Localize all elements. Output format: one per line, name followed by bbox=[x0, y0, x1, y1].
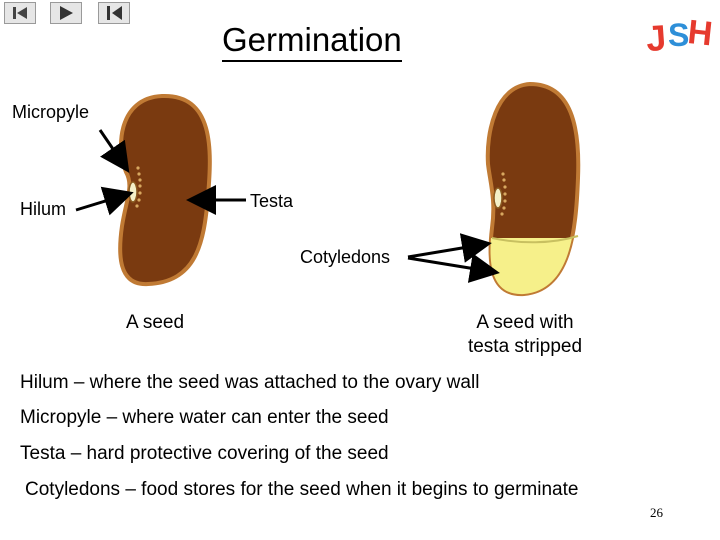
definition-text: – where the seed was attached to the ova… bbox=[69, 372, 480, 393]
label-hilum: Hilum bbox=[20, 198, 66, 220]
label-testa: Testa bbox=[250, 190, 293, 212]
definition-term: Micropyle bbox=[20, 407, 101, 428]
definition-text: – food stores for the seed when it begin… bbox=[120, 479, 578, 500]
label-micropyle: Micropyle bbox=[12, 101, 89, 123]
definition-term: Testa bbox=[20, 443, 65, 464]
caption-stripped-line1: A seed with bbox=[440, 311, 610, 335]
definition-cotyledons: Cotyledons – food stores for the seed wh… bbox=[25, 478, 578, 502]
whole-seed bbox=[120, 96, 210, 284]
page-number: 26 bbox=[650, 505, 663, 521]
caption-stripped-line2: testa stripped bbox=[440, 335, 610, 359]
definition-hilum: Hilum – where the seed was attached to t… bbox=[20, 371, 479, 395]
definition-text: – where water can enter the seed bbox=[101, 407, 388, 428]
caption-stripped-seed: A seed with testa stripped bbox=[440, 311, 610, 359]
definition-term: Hilum bbox=[20, 372, 69, 393]
definition-text: – hard protective covering of the seed bbox=[65, 443, 388, 464]
definition-micropyle: Micropyle – where water can enter the se… bbox=[20, 406, 389, 430]
label-cotyledons: Cotyledons bbox=[300, 246, 390, 268]
definition-term: Cotyledons bbox=[25, 479, 120, 500]
caption-seed: A seed bbox=[100, 311, 210, 335]
hilum-arrow bbox=[76, 194, 128, 210]
cotyledon-arrow-1 bbox=[408, 244, 486, 257]
cotyledon-arrow-2 bbox=[408, 258, 494, 272]
definition-testa: Testa – hard protective covering of the … bbox=[20, 442, 389, 466]
stripped-seed bbox=[480, 84, 590, 308]
